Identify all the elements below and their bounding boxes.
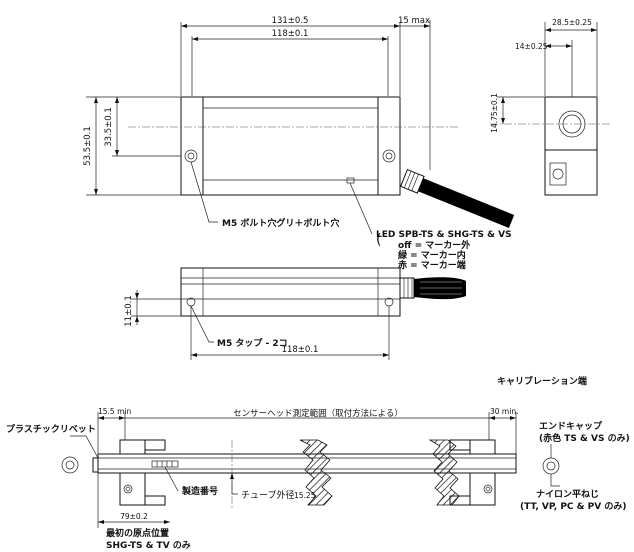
label-origin-note: SHG-TS & TV のみ — [106, 540, 191, 551]
side-view: 11±0.1 M5 タップ - 2コ 118±0.1 — [124, 267, 466, 360]
svg-text:(: ( — [376, 232, 381, 248]
end-view-upper-block — [544, 96, 598, 151]
label-end-cap: エンドキャップ — [539, 420, 603, 432]
label-nylon-note: (TT, VP, PC & PV のみ) — [520, 501, 626, 512]
mount-hole-right — [382, 149, 396, 163]
label-serial: 製造番号 — [181, 485, 218, 497]
break-hatch-right — [428, 439, 460, 506]
led-state-green: 緑 = マーカー内 — [398, 249, 466, 261]
range-label: センサーヘッド測定範囲（取付方法による） — [233, 408, 403, 419]
side-body — [180, 267, 401, 317]
label-rivet: プラスチックリベット — [6, 423, 96, 435]
end-view: 28.5±0.25 14±0.25 14.75±0.1 — [490, 18, 610, 196]
dim-width: 28.5±0.25 — [552, 18, 592, 27]
label-tap: M5 タップ - 2コ — [217, 337, 288, 349]
dim-center-height: 14.75±0.1 — [490, 93, 499, 133]
end-view-lower-block — [544, 149, 598, 196]
label-end-cap-note: (赤色 TS & VS のみ) — [539, 432, 630, 444]
calibration-view: キャリブレーション端 15.5 min 30 min. センサーヘッド測定範囲（… — [6, 375, 630, 551]
dim-overall-length: 131±0.5 — [272, 16, 309, 26]
dim-hole-pitch: 118±0.1 — [272, 29, 309, 39]
dim-height: 53.5±0.1 — [83, 126, 93, 166]
dim-right-min: 30 min. — [490, 407, 518, 416]
label-nylon-screw: ナイロン平ねじ — [536, 489, 599, 500]
calibration-title: キャリブレーション端 — [497, 375, 587, 387]
led-indicator — [346, 177, 355, 184]
dim-half-height: 33.5±0.1 — [104, 107, 114, 147]
led-state-off: off = マーカー外 — [398, 239, 470, 251]
block-hole-left — [123, 484, 133, 494]
dim-tap-pitch: 118±0.1 — [282, 345, 319, 355]
cable — [399, 169, 515, 228]
dim-half-width: 14±0.25 — [515, 42, 548, 51]
label-origin: 最初の原点位置 — [106, 527, 169, 539]
sensor-head-body — [180, 96, 401, 196]
top-view: 131±0.5 15 max 118±0.1 — [83, 16, 515, 229]
label-tube: チューブ外径 — [241, 489, 294, 501]
right-end-block — [377, 96, 401, 196]
label-mount-hole: M5 ボルト穴グリ＋ボルト穴 — [222, 217, 339, 229]
plastic-rivet — [61, 456, 79, 474]
dim-left-min: 15.5 min — [98, 407, 131, 416]
tube-diameter: 15.25 — [294, 491, 316, 500]
led-state-red: 赤 = マーカー端 — [398, 259, 466, 271]
led-note-title: LED SPB-TS & SHG-TS & VS — [376, 230, 512, 240]
dim-max-extension: 15 max — [398, 16, 430, 26]
block-hole-right — [483, 484, 493, 494]
break-hatch-left — [299, 439, 333, 506]
end-cap — [542, 457, 560, 475]
dim-origin: 79±0.2 — [120, 512, 148, 521]
left-end-block — [180, 96, 204, 196]
led-note: LED SPB-TS & SHG-TS & VS ( off = マーカー外 緑… — [349, 182, 512, 271]
dim-side-height: 11±0.1 — [124, 295, 134, 326]
